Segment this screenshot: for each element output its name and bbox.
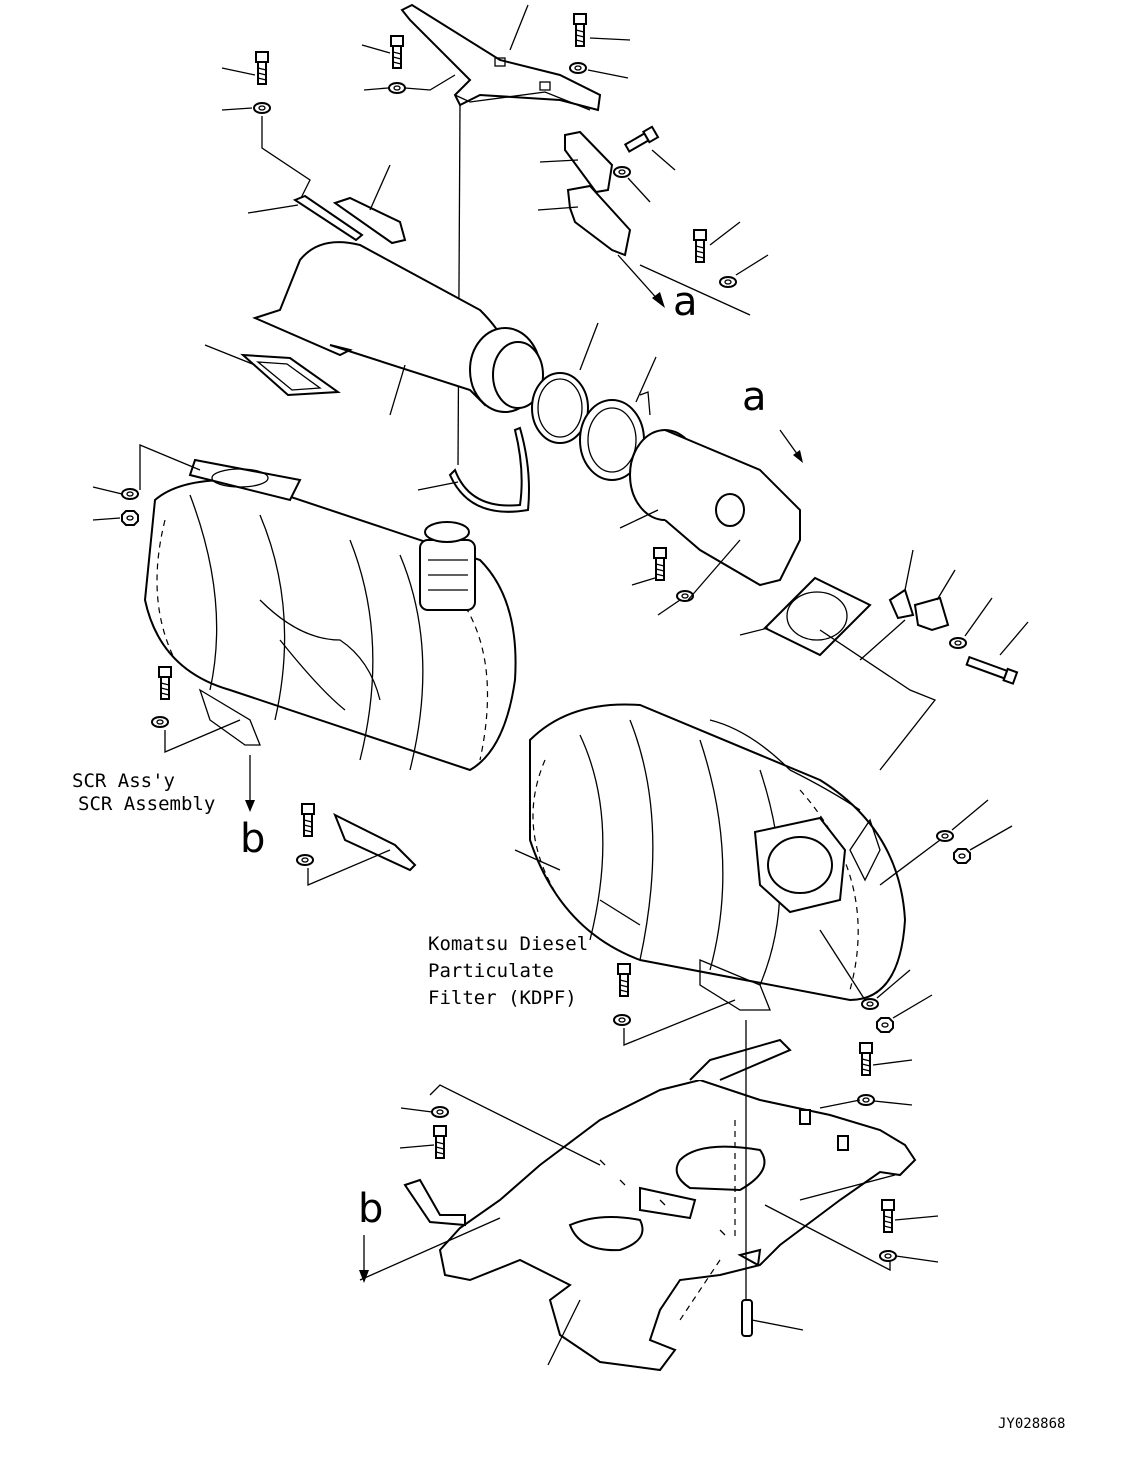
ref-a-label-1: a xyxy=(673,279,698,325)
washer-icon xyxy=(676,590,694,602)
drawing-number: JY028868 xyxy=(998,1416,1065,1432)
kdpf-assembly xyxy=(514,703,907,1011)
bolt-icon xyxy=(433,1125,447,1159)
square-gasket xyxy=(739,576,872,657)
washer-icon xyxy=(388,82,406,94)
lower-bracket-plate xyxy=(537,184,632,257)
nut-icon xyxy=(953,848,971,864)
sensor-bracket xyxy=(888,549,956,632)
arrow-icon xyxy=(359,1270,369,1283)
bolt-icon xyxy=(390,35,404,69)
washer-icon xyxy=(296,854,314,866)
washer-icon xyxy=(857,1094,875,1106)
top-mounting-bracket xyxy=(400,3,602,112)
washer-icon xyxy=(949,637,967,649)
seal-ring xyxy=(531,322,599,444)
scr-assy-label: SCR Ass'y xyxy=(72,770,175,792)
flange-gasket xyxy=(204,344,341,397)
upper-bracket-plate xyxy=(539,130,614,194)
bolt-icon xyxy=(623,125,660,153)
bolt-icon xyxy=(301,803,315,837)
bolt-icon xyxy=(653,547,667,581)
exhaust-elbow-pipe xyxy=(252,241,544,416)
dowel-pin xyxy=(741,1020,804,1337)
washer-icon xyxy=(151,716,169,728)
scr-assembly-label: SCR Assembly xyxy=(78,793,215,815)
nut-icon xyxy=(121,510,139,526)
bolt-icon xyxy=(881,1199,895,1233)
bolt-icon xyxy=(573,13,587,47)
nut-icon xyxy=(876,1017,894,1033)
washer-icon xyxy=(861,998,879,1010)
washer-icon xyxy=(613,1014,631,1026)
arrow-icon xyxy=(245,800,255,812)
u-strap-clamp xyxy=(417,426,530,513)
washer-icon xyxy=(431,1106,449,1118)
bolt-icon xyxy=(158,666,172,700)
arrow-icon xyxy=(793,450,803,463)
washer-icon xyxy=(569,62,587,74)
washer-icon xyxy=(613,166,631,178)
bolt-icon xyxy=(965,655,1019,685)
kdpf-label-line3: Filter (KDPF) xyxy=(428,987,577,1009)
bolt-icon xyxy=(693,229,707,263)
kdpf-label-line1: Komatsu Diesel xyxy=(428,933,588,955)
inlet-pipe-section xyxy=(619,429,801,587)
band-clamp xyxy=(579,356,657,481)
scr-assembly xyxy=(143,458,517,872)
washer-icon xyxy=(253,102,271,114)
arrow-icon xyxy=(652,292,665,308)
bolt-icon xyxy=(255,51,269,85)
ref-b-label-1: b xyxy=(240,816,265,862)
washer-icon xyxy=(879,1250,897,1262)
mounting-base-plate xyxy=(359,1038,917,1372)
washer-icon xyxy=(719,276,737,288)
ref-b-label-2: b xyxy=(358,1186,383,1232)
arrow-icon xyxy=(617,254,661,303)
bolt-icon xyxy=(859,1042,873,1076)
heat-shield-pads xyxy=(247,164,407,245)
kdpf-label-line2: Particulate xyxy=(428,960,554,982)
ref-a-label-2: a xyxy=(742,374,767,420)
washer-icon xyxy=(936,830,954,842)
bolt-icon xyxy=(617,963,631,997)
washer-icon xyxy=(121,488,139,500)
